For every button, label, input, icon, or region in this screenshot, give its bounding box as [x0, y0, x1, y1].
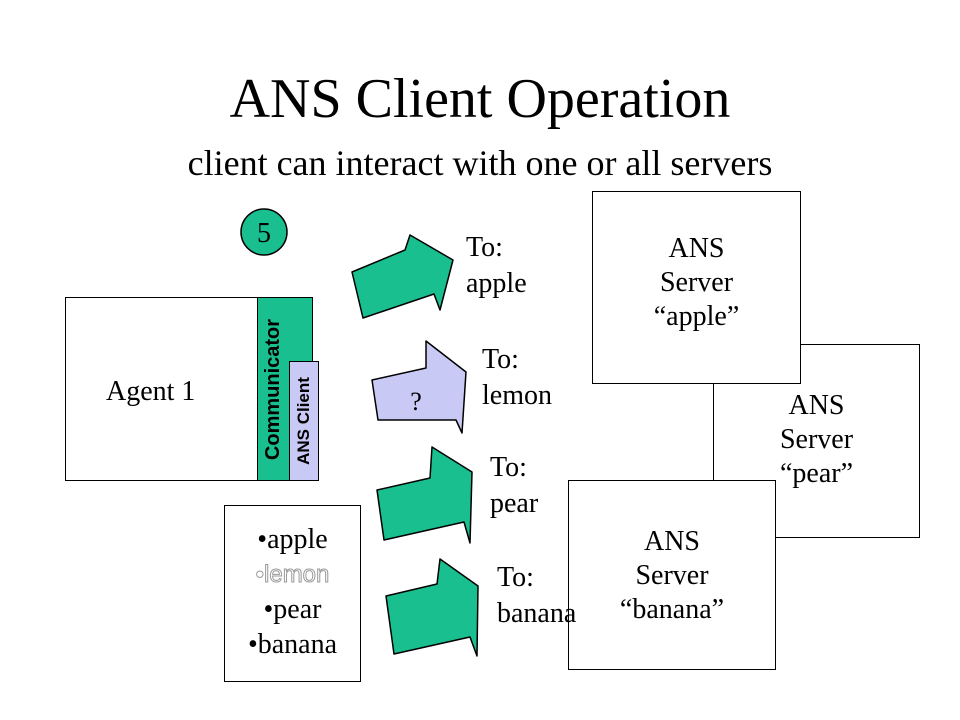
agent-box: Agent 1: [65, 297, 259, 481]
server-list-box: •apple •lemon •pear •banana: [224, 505, 361, 682]
list-item-apple: •apple: [257, 524, 328, 555]
message-arrow-pear: [376, 446, 473, 544]
list-item-pear: •pear: [263, 594, 322, 625]
message-target: lemon: [482, 380, 552, 411]
server-line: ANS: [788, 390, 845, 421]
unknown-marker: ?: [410, 387, 422, 416]
server-name: “banana”: [619, 594, 725, 625]
message-arrow-apple: [351, 234, 454, 319]
server-line: ANS: [668, 233, 725, 264]
message-arrow-lemon-unknown: [371, 340, 467, 434]
message-arrow-banana: [385, 558, 479, 657]
server-line: Server: [779, 424, 854, 455]
server-line: Server: [635, 560, 709, 591]
agent-label: Agent 1: [106, 376, 196, 407]
message-label-pear: To: pear: [490, 450, 538, 522]
server-box-apple: ANS Server “apple”: [592, 191, 801, 384]
message-target: banana: [497, 598, 577, 629]
message-target: apple: [466, 268, 527, 299]
communicator-label: Communicator: [262, 318, 285, 460]
slide-subtitle: client can interact with one or all serv…: [187, 143, 773, 183]
message-to: To:: [466, 232, 503, 263]
message-target: pear: [490, 488, 539, 519]
step-badge-circle: [240, 208, 288, 256]
ans-client-label: ANS Client: [294, 377, 313, 465]
list-item-lemon: •lemon: [255, 561, 330, 589]
server-list: •apple •lemon •pear •banana: [225, 522, 360, 662]
server-line: Server: [659, 267, 734, 298]
message-label-apple: To: apple: [466, 230, 527, 302]
step-badge-label: 5: [257, 218, 271, 249]
server-box-banana: ANS Server “banana”: [568, 480, 776, 670]
slide-title: ANS Client Operation: [229, 68, 731, 130]
server-name: “pear”: [779, 458, 854, 489]
message-to: To:: [490, 452, 527, 483]
list-item-banana: •banana: [247, 629, 338, 660]
server-line: ANS: [643, 526, 700, 557]
message-to: To:: [482, 344, 519, 375]
message-label-lemon: To: lemon: [482, 342, 552, 414]
message-label-banana: To: banana: [497, 560, 576, 632]
ans-client-bar: ANS Client: [289, 361, 319, 481]
message-to: To:: [497, 562, 534, 593]
server-name: “apple”: [653, 301, 740, 332]
